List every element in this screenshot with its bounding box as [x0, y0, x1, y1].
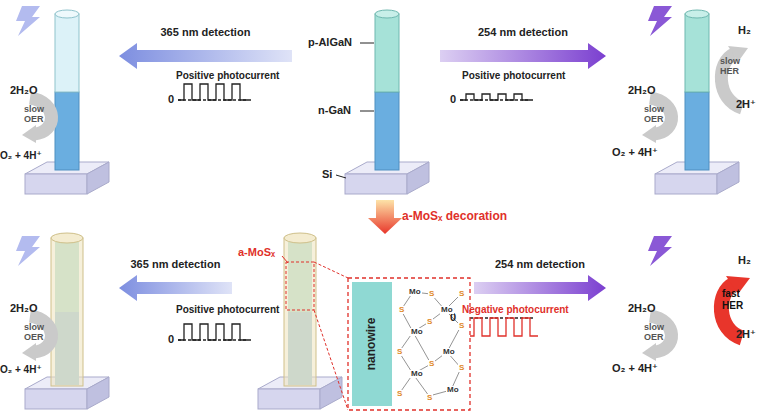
- signal-label: Negative photocurrent: [462, 304, 569, 316]
- layer-label: Si: [322, 168, 332, 181]
- species-label: 2H₂O: [10, 302, 38, 315]
- device-panel: H₂ slow HER 2H⁺ 2H₂O slow OER O₂ + 4H⁺: [610, 4, 768, 196]
- device-panel: 2H₂O slow OER O₂ + 4H⁺: [0, 232, 115, 413]
- species-label: H₂: [738, 254, 751, 267]
- atom-label: S: [458, 290, 465, 298]
- species-label: O₂ + 4H⁺: [612, 146, 658, 159]
- atom-label: S: [396, 390, 403, 398]
- atom-label: S: [458, 322, 465, 330]
- reaction-label: fast HER: [722, 288, 748, 311]
- atom-label: Mo: [440, 306, 454, 314]
- edge-label: 254 nm detection: [495, 258, 585, 271]
- atom-label: S: [428, 290, 435, 298]
- atom-label: S: [396, 348, 403, 356]
- atom-label: Mo: [410, 328, 424, 336]
- atom-label: Mo: [408, 288, 422, 296]
- inset-label: nanowire: [365, 318, 379, 371]
- atom-label: S: [426, 318, 433, 326]
- detection-arrow: [440, 43, 606, 69]
- edge-label: 365 nm detection: [131, 258, 221, 271]
- reaction-label: slow OER: [644, 322, 670, 343]
- species-label: 2H₂O: [628, 84, 656, 97]
- layer-label: n-GaN: [318, 104, 351, 117]
- coating-label: a-MoSₓ: [238, 246, 275, 259]
- species-label: O₂ + 4H⁺: [612, 362, 658, 375]
- signal-label: Positive photocurrent: [462, 70, 565, 82]
- light-bolt: [16, 6, 672, 266]
- layer-label: p-AlGaN: [308, 36, 352, 49]
- reaction-label: slow OER: [24, 104, 50, 125]
- signal-label: Positive photocurrent: [176, 70, 279, 82]
- molecular-inset: [348, 278, 470, 410]
- edge-label: a-MoSₓ decoration: [402, 210, 507, 224]
- edge-label: 254 nm detection: [478, 26, 568, 39]
- oer-arrowhead: [22, 125, 656, 361]
- reaction-label: slow OER: [644, 104, 670, 125]
- detection-arrow: [474, 275, 606, 301]
- signal-label: Positive photocurrent: [176, 304, 279, 316]
- device-panel: 2H₂O slow OER O₂ + 4H⁺: [0, 4, 115, 196]
- reaction-label: slow OER: [24, 322, 50, 343]
- species-label: O₂ + 4H⁺: [0, 150, 42, 162]
- species-label: 2H₂O: [10, 84, 38, 97]
- species-label: 2H₂O: [628, 302, 656, 315]
- process-arrow: [368, 200, 402, 234]
- species-label: 2H⁺: [736, 328, 756, 341]
- species-label: O₂ + 4H⁺: [0, 364, 42, 376]
- oer-arrow: [30, 98, 672, 352]
- atom-label: S: [426, 394, 433, 402]
- species-label: 2H⁺: [736, 98, 756, 111]
- device-panel: a-MoSₓ: [236, 238, 346, 412]
- axis-zero: 0: [450, 93, 456, 106]
- axis-zero: 0: [168, 333, 174, 346]
- atom-label: S: [398, 306, 405, 314]
- her-arrow: [721, 46, 750, 338]
- coated-nanowire-device: [25, 233, 109, 409]
- species-label: H₂: [738, 24, 751, 37]
- detection-arrow: [119, 43, 292, 69]
- atom-label: S: [458, 364, 465, 372]
- device-panel: H₂ fast HER 2H⁺ 2H₂O slow OER O₂ + 4H⁺: [610, 232, 768, 413]
- axis-zero: 0: [168, 93, 174, 106]
- atom-label: S: [428, 360, 435, 368]
- device-panel: p-AlGaN n-GaN Si: [296, 4, 436, 196]
- detection-arrow: [119, 275, 232, 301]
- atom-label: Mo: [410, 370, 424, 378]
- atom-label: Mo: [446, 386, 460, 394]
- coated-nanowire-device: [258, 233, 348, 410]
- atom-label: Mo: [442, 348, 456, 356]
- nanowire-device: [25, 10, 109, 194]
- reaction-label: slow HER: [720, 56, 750, 77]
- edge-label: 365 nm detection: [161, 26, 251, 39]
